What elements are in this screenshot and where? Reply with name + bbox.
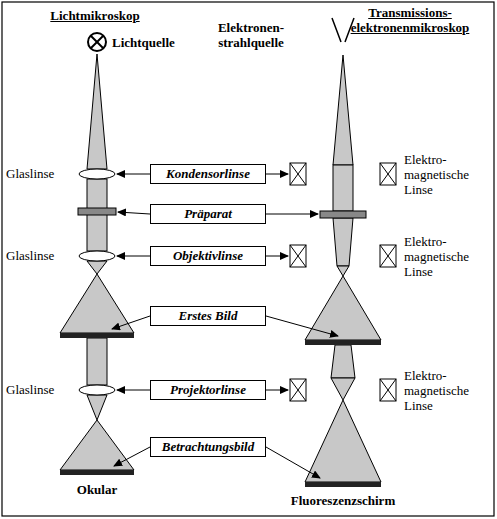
- screen-label: Fluoreszenzschirm: [268, 493, 418, 508]
- lens-label: Elektro- magnetische Linse: [404, 368, 490, 413]
- lens-label: Elektro- magnetische Linse: [404, 234, 490, 279]
- box-text: Projektorlinse: [170, 382, 246, 397]
- box-text: Erstes Bild: [179, 308, 238, 323]
- component-box: Erstes Bild: [150, 306, 266, 326]
- column-heading: Transmissions- elektronenmikroskop: [340, 5, 480, 35]
- component-box: Präparat: [150, 204, 266, 224]
- lens-label: Glaslinse: [6, 166, 78, 181]
- lens-label: Glaslinse: [6, 382, 78, 397]
- component-box: Kondensorlinse: [150, 164, 266, 184]
- source-label: Elektronen- strahlquelle: [196, 20, 306, 50]
- lens-label: Glaslinse: [6, 248, 78, 263]
- box-text: Objektivlinse: [173, 248, 243, 263]
- eyepiece-label: Okular: [47, 482, 147, 497]
- source-label: Lichtquelle: [112, 35, 202, 50]
- component-box: Objektivlinse: [150, 246, 266, 266]
- column-heading: Lichtmikroskop: [30, 8, 160, 23]
- lens-label: Elektro- magnetische Linse: [404, 152, 490, 197]
- box-text: Präparat: [184, 206, 232, 221]
- component-box: Betrachtungsbild: [150, 437, 266, 457]
- component-box: Projektorlinse: [150, 380, 266, 400]
- box-text: Kondensorlinse: [166, 166, 250, 181]
- box-text: Betrachtungsbild: [162, 439, 254, 454]
